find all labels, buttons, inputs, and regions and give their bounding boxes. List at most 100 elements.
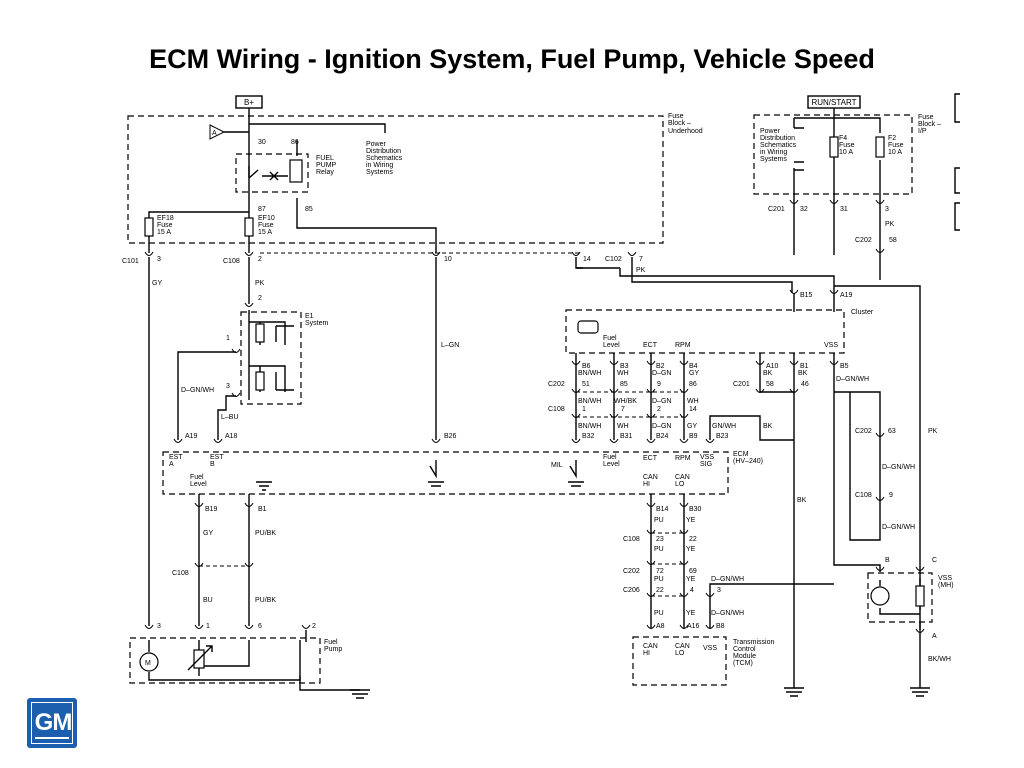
connector-pin [609,413,619,418]
schematic-label: 3 [157,256,161,263]
connector-pin [705,438,715,443]
fuel-pump-motor-letter: M [145,660,151,667]
vss-sensor-icon [870,586,890,606]
wire-ef18-branch [148,211,249,253]
schematic-label: B1 [258,506,267,513]
connector-pin [244,251,254,256]
schematic-label: 14 [583,256,591,263]
schematic-label: BU [203,597,213,604]
connector-pin [679,560,689,565]
schematic-label: WH [617,370,629,377]
schematic-label: D–GN/WH [181,387,214,394]
schematic-label: Level [603,342,620,349]
connector-pin [679,360,689,365]
connector-pin [646,438,656,443]
relay-switch [248,166,288,181]
schematic-label: Fuse [668,113,684,120]
schematic-label: A [169,461,174,468]
fuse-ef18 [144,217,154,237]
schematic-label: GN/WH [712,423,736,430]
schematic-label: B6 [582,363,591,370]
connector-pin [194,502,204,507]
schematic-label: 63 [888,428,896,435]
schematic-label: 6 [258,623,262,630]
schematic-label: 7 [639,256,643,263]
schematic-label: Fuel [603,454,617,461]
schematic-label: BK [763,423,773,430]
connector-pin [705,624,715,629]
schematic-label: C101 [122,258,139,265]
schematic-label: B4 [689,363,698,370]
schematic-label: WH/BK [614,398,637,405]
schematic-label: 58 [766,381,774,388]
components: M [139,136,925,672]
schematic-label: C201 [768,206,785,213]
schematic-label: EF10 [258,215,275,222]
schematic-label: Cluster [851,309,874,316]
schematic-label: 15 A [258,229,272,236]
schematic-label: GY [152,280,162,287]
schematic-label: Underhood [668,128,703,135]
schematic-label: F4 [839,135,847,142]
schematic-label: C108 [223,258,240,265]
power-tags: B+ RUN/START A [209,95,861,140]
schematic-label: F2 [888,135,896,142]
schematic-label: CAN [643,643,658,650]
connector-pin [875,566,885,571]
schematic-label: 72 [656,568,664,575]
schematic-label: 2 [258,256,262,263]
gm-logo-underline [35,737,69,739]
schematic-label: PK [636,267,646,274]
schematic-label: PK [885,221,895,228]
e1-coil-2 [255,371,265,391]
schematic-label: SIG [700,461,712,468]
schematic-label: BK [763,370,773,377]
schematic-label: C202 [855,237,872,244]
schematic-label: B24 [656,433,669,440]
schematic-label: VSS [824,342,838,349]
schematic-label: 86 [291,139,299,146]
schematic-label: CAN [675,643,690,650]
schematic-label: 9 [657,381,661,388]
schematic-label: VSS [700,454,714,461]
connector-pin [829,199,839,204]
fuse-f2 [875,136,885,158]
connector-pin [144,251,154,256]
schematic-label: D–GN/WH [836,376,869,383]
schematic-label: 3 [717,587,721,594]
schematic-label: B1 [800,363,809,370]
schematic-label: MIL [551,462,563,469]
run-start-tag-label: RUN/START [811,98,856,107]
connector-pin [213,438,223,443]
schematic-label: HI [643,650,650,657]
schematic-label: 7 [621,406,625,413]
connector-pin [646,560,656,565]
fuse-f4 [829,136,839,158]
schematic-label: 22 [689,536,697,543]
schematic-label: VSS [938,575,952,582]
schematic-label: in Wiring [366,162,393,169]
connector-pin [431,438,441,443]
schematic-label: C206 [623,587,640,594]
schematic-label: VSS [703,645,717,652]
schematic-label: D–GN/WH [882,524,915,531]
schematic-label: 1 [582,406,586,413]
connector-pin [194,624,204,629]
schematic-label: 22 [656,587,664,594]
schematic-label: C [932,557,937,564]
schematic-label: 1 [206,623,210,630]
gm-logo: GM [27,698,77,748]
schematic-label: 86 [689,381,697,388]
schematic-label: BN/WH [578,423,601,430]
schematic-label: Fuse [918,114,934,121]
fuel-pump-relay-box [235,153,309,193]
schematic-label: D–GN/WH [711,576,744,583]
wire-gn-wh-ecm [709,415,794,441]
connector-pin [646,388,656,393]
schematic-label: B3 [620,363,629,370]
fuel-level-arrow [187,645,213,671]
schematic-label: Control [733,646,756,653]
schematic-label: Schematics [760,142,797,149]
schematic-label: CAN [675,474,690,481]
